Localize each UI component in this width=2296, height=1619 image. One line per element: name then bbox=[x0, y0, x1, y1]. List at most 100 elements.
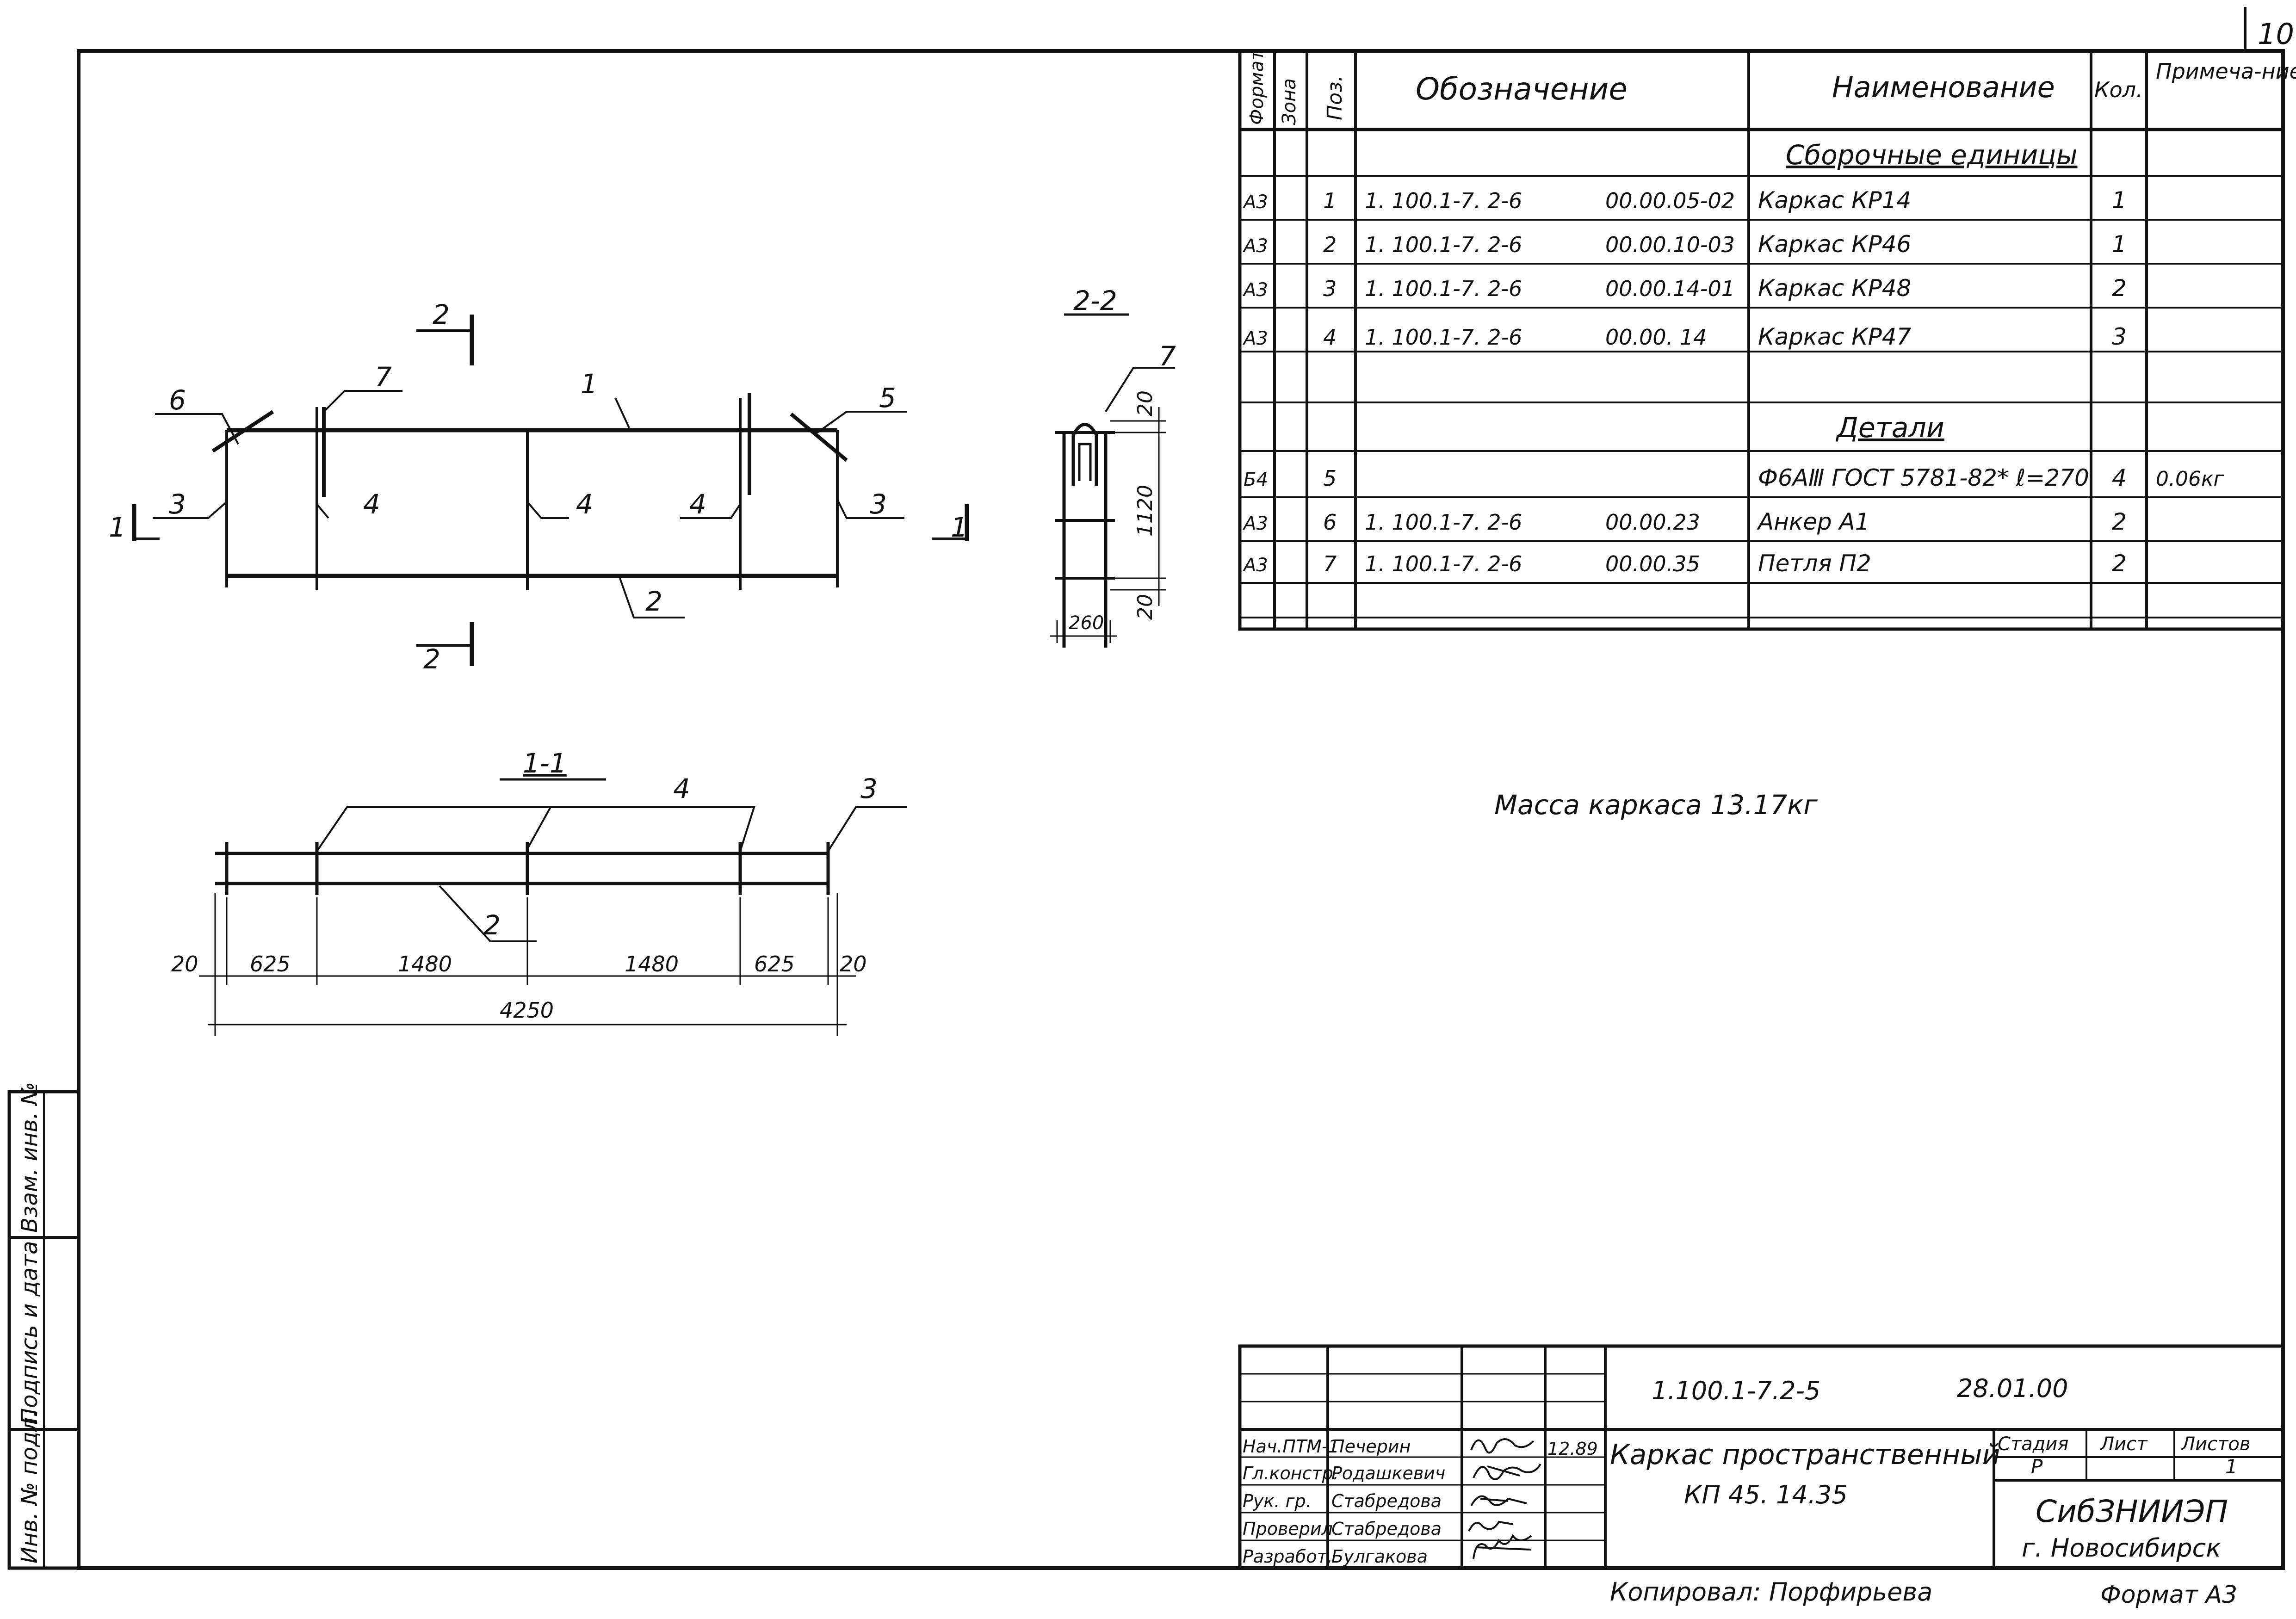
spec-row-pos: 5 bbox=[1323, 466, 1337, 491]
spec-row-pos: 3 bbox=[1323, 276, 1337, 301]
tb-person-name: Печерин bbox=[1331, 1436, 1411, 1457]
tb-role: Рук. гр. bbox=[1243, 1491, 1312, 1511]
callout-2: 2 bbox=[645, 586, 662, 617]
hdr-format: Формат bbox=[1246, 49, 1268, 125]
spec-row-pos: 7 bbox=[1323, 551, 1337, 576]
signatures bbox=[1468, 1438, 1541, 1559]
dim-1480-right: 1480 bbox=[625, 952, 679, 976]
tb-person-name: Булгакова bbox=[1331, 1546, 1428, 1567]
spec-row-doc: 1. 100.1-7. 2-6 bbox=[1365, 276, 1522, 301]
spec-table: Формат Зона Поз. Обозначение Наименовани… bbox=[1238, 49, 2296, 631]
callout-4-c: 4 bbox=[689, 488, 706, 520]
dim-20-left: 20 bbox=[171, 952, 198, 976]
side-stamp-inv-podl: Инв. № подл. bbox=[17, 1410, 43, 1563]
format-label: Формат А3 bbox=[2100, 1581, 2237, 1609]
hdr-zone: Зона bbox=[1279, 78, 1300, 125]
spec-row-name: Ф6АⅢ ГОСТ 5781-82* ℓ=270 bbox=[1758, 464, 2089, 491]
dim-2-2-width: 260 bbox=[1069, 612, 1104, 634]
callout-6: 6 bbox=[169, 384, 186, 416]
callout-5: 5 bbox=[879, 382, 896, 414]
copied-by: Копировал: Порфирьева bbox=[1610, 1577, 1932, 1607]
spec-row-qty: 4 bbox=[2112, 464, 2127, 491]
tb-person-name: Стабредова bbox=[1331, 1491, 1442, 1511]
hdr-note: Примеча-ние bbox=[2156, 59, 2296, 84]
spec-row-doc: 1. 100.1-7. 2-6 bbox=[1365, 510, 1522, 535]
spec-row-format: А3 bbox=[1242, 513, 1268, 534]
spec-row-name: Анкер А1 bbox=[1757, 508, 1870, 535]
spec-row-doc: 1. 100.1-7. 2-6 bbox=[1365, 188, 1522, 213]
section-1-1-title: 1-1 bbox=[523, 748, 567, 779]
tb-city: г. Новосибирск bbox=[2022, 1533, 2221, 1563]
section-1-1 bbox=[199, 778, 907, 1036]
tb-designation: 1.100.1-7.2-5 bbox=[1652, 1376, 1820, 1405]
side-stamp-vzam: Взам. инв. № bbox=[17, 1082, 43, 1233]
spec-row-format: Б4 bbox=[1244, 469, 1268, 490]
tb-date-code: 28.01.00 bbox=[1957, 1374, 2068, 1403]
callout-7: 7 bbox=[375, 361, 392, 393]
spec-row-code: 00.00.14-01 bbox=[1605, 276, 1735, 301]
spec-row-name: Каркас КР48 bbox=[1758, 275, 1911, 302]
spec-row-format: А3 bbox=[1242, 328, 1268, 349]
section-2-2-callout: 7 bbox=[1159, 340, 1176, 372]
dim-1480-left: 1480 bbox=[398, 952, 452, 976]
hdr-name: Наименование bbox=[1832, 70, 2055, 104]
dim-20-right: 20 bbox=[840, 952, 867, 976]
plan-view-labels: 2 2 1 1 6 7 1 5 3 4 4 4 3 2 bbox=[109, 299, 968, 675]
callout-3-left: 3 bbox=[169, 488, 186, 520]
spec-row-pos: 6 bbox=[1323, 510, 1337, 535]
tb-date: 12.89 bbox=[1547, 1439, 1598, 1459]
callout-4-b: 4 bbox=[576, 488, 593, 520]
section-assembly: Сборочные единицы bbox=[1786, 139, 2078, 171]
callout-4-a: 4 bbox=[363, 488, 380, 520]
spec-row-pos: 1 bbox=[1323, 188, 1337, 213]
section-details: Детали bbox=[1835, 412, 1944, 444]
dim-625-right: 625 bbox=[754, 952, 795, 976]
tb-org: СибЗНИИЭП bbox=[2036, 1494, 2228, 1529]
tb-sheets-label: Листов bbox=[2180, 1434, 2250, 1455]
sheet-number: 10 bbox=[2258, 17, 2294, 51]
tb-mark: КП 45. 14.35 bbox=[1684, 1480, 1848, 1509]
hdr-qty: Кол. bbox=[2094, 77, 2143, 102]
tb-role: Гл.констр. bbox=[1243, 1463, 1339, 1483]
dim-total: 4250 bbox=[500, 998, 554, 1023]
title-block-texts: 1.100.1-7.2-5 28.01.00 Каркас пространст… bbox=[1243, 1374, 2250, 1567]
spec-row-qty: 2 bbox=[2112, 508, 2127, 535]
section-1-1-labels: 1-1 4 3 2 20 625 1480 1480 625 20 4250 bbox=[171, 748, 878, 1023]
spec-row-pos: 2 bbox=[1323, 232, 1337, 257]
dim-2-2-mid: 1120 bbox=[1133, 485, 1157, 537]
section-1-1-callout-3: 3 bbox=[860, 773, 878, 804]
tb-stage: Р bbox=[2031, 1455, 2043, 1478]
tb-stage-label: Стадия bbox=[1998, 1434, 2068, 1455]
dim-2-2-bottom: 20 bbox=[1133, 594, 1157, 620]
tb-role: Проверил bbox=[1243, 1519, 1333, 1539]
spec-row-doc: 1. 100.1-7. 2-6 bbox=[1365, 232, 1522, 257]
spec-row-doc: 1. 100.1-7. 2-6 bbox=[1365, 325, 1522, 350]
spec-row-qty: 2 bbox=[2112, 550, 2127, 577]
tb-sheets: 1 bbox=[2225, 1455, 2238, 1478]
spec-row-format: А3 bbox=[1242, 235, 1268, 257]
tb-title: Каркас пространственный bbox=[1610, 1439, 2000, 1471]
spec-row-name: Каркас КР14 bbox=[1758, 187, 1911, 214]
spec-row-code: 00.00.35 bbox=[1605, 551, 1700, 576]
hdr-designation: Обозначение bbox=[1416, 71, 1628, 107]
spec-row-format: А3 bbox=[1242, 192, 1268, 213]
spec-row-format: А3 bbox=[1242, 555, 1268, 576]
spec-row-format: А3 bbox=[1242, 279, 1268, 301]
cut-label-left: 1 bbox=[109, 512, 126, 543]
dim-2-2-top: 20 bbox=[1133, 390, 1157, 416]
side-stamp: Инв. № подл. Подпись и дата Взам. инв. № bbox=[7, 1082, 80, 1570]
dim-625-left: 625 bbox=[250, 952, 291, 976]
tb-person-name: Родашкевич bbox=[1331, 1463, 1445, 1483]
spec-row-note: 0.06кг bbox=[2156, 467, 2225, 491]
tb-sheet-label: Лист bbox=[2099, 1434, 2148, 1455]
plan-view bbox=[132, 315, 969, 666]
spec-row-qty: 2 bbox=[2112, 275, 2127, 302]
section-1-1-callout-4: 4 bbox=[673, 773, 690, 804]
spec-row-code: 00.00.05-02 bbox=[1605, 188, 1735, 213]
section-1-1-callout-2: 2 bbox=[483, 909, 501, 941]
cut-label-right: 1 bbox=[951, 512, 968, 543]
section-2-2 bbox=[1050, 313, 1175, 648]
tb-role: Нач.ПТМ-1 bbox=[1243, 1436, 1339, 1457]
drawing-frame bbox=[77, 49, 2285, 1570]
spec-row-name: Каркас КР46 bbox=[1758, 231, 1911, 258]
